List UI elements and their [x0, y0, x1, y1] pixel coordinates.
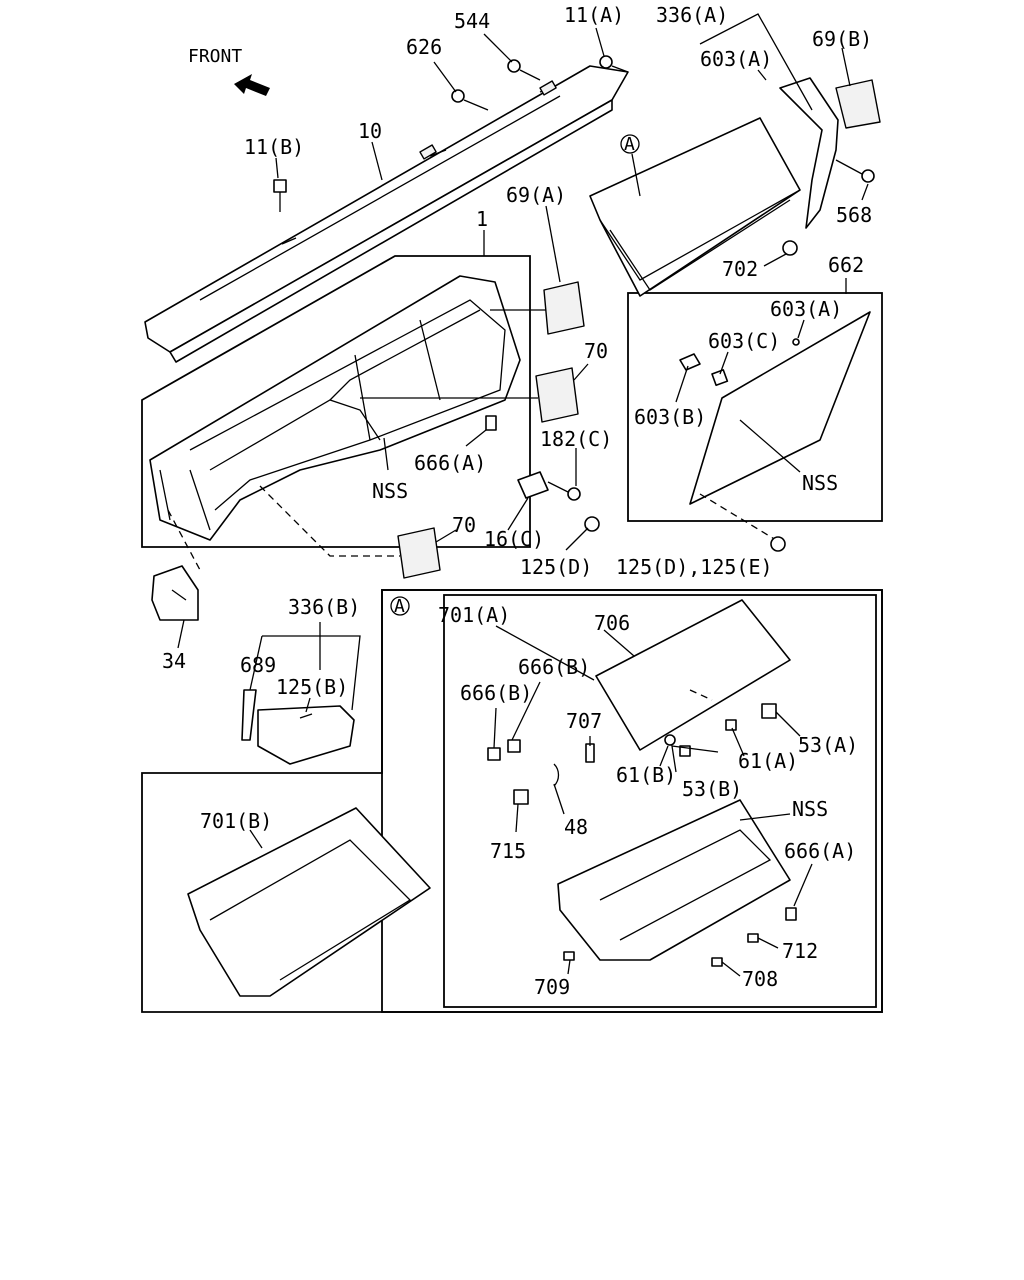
- label-701a: 701(A): [438, 603, 510, 627]
- label-707: 707: [566, 709, 602, 733]
- callout-a-detail: A: [390, 596, 410, 617]
- front-indicator: FRONT: [188, 46, 270, 96]
- fastener-544-icon: [507, 59, 541, 81]
- label-689: 689: [240, 653, 276, 677]
- label-125d: 125(D): [520, 555, 592, 579]
- fastener-626-icon: [451, 89, 489, 111]
- part-701b-glovebox: [187, 807, 431, 997]
- label-715: 715: [490, 839, 526, 863]
- part-336a-trim: [779, 77, 839, 229]
- small-parts-detail-a: [487, 703, 797, 967]
- label-70-bottom: 70: [452, 513, 476, 537]
- label-666a-bottom: 666(A): [784, 839, 856, 863]
- label-125d-125e: 125(D),125(E): [616, 555, 773, 579]
- callout-a-detail-text: A: [394, 596, 405, 617]
- label-nss-2: NSS: [802, 471, 838, 495]
- part-706-lid: [595, 599, 791, 751]
- label-34: 34: [162, 649, 186, 673]
- label-701b: 701(B): [200, 809, 272, 833]
- part-34-cover: [151, 509, 201, 621]
- label-16c: 16(C): [484, 527, 544, 551]
- vent-69b-icon: [835, 79, 881, 129]
- front-text: FRONT: [188, 46, 242, 67]
- label-603c: 603(C): [708, 329, 780, 353]
- clip-603a-mid-icon: [792, 338, 800, 346]
- bracket-16c-icon: [517, 471, 549, 499]
- label-666b-1: 666(B): [518, 655, 590, 679]
- clip-666a-icon: [485, 415, 497, 431]
- part-662-lid: [689, 311, 871, 541]
- label-706: 706: [594, 611, 630, 635]
- part-labels: 544 11(A) 336(A) 626 603(A) 69(B) 10 11(…: [162, 3, 872, 999]
- label-1: 1: [476, 207, 488, 231]
- part-10-upper-panel: [144, 65, 629, 363]
- callout-a-upper: A: [620, 134, 640, 155]
- part-336b-trim: [257, 705, 355, 765]
- screw-568-icon: [835, 159, 875, 183]
- label-336b: 336(B): [288, 595, 360, 619]
- clip-603b-icon: [679, 353, 701, 371]
- clip-125d-icon: [584, 516, 600, 532]
- label-666a-mid: 666(A): [414, 451, 486, 475]
- fastener-11a-icon: [599, 55, 629, 73]
- detail-a-inner-frame: [443, 594, 877, 1008]
- label-709: 709: [534, 975, 570, 999]
- nut-702-icon: [782, 240, 798, 256]
- part-a-housing: [589, 117, 801, 297]
- label-10: 10: [358, 119, 382, 143]
- clip-125de-icon: [770, 536, 786, 552]
- label-69a: 69(A): [506, 183, 566, 207]
- label-666b-2: 666(B): [460, 681, 532, 705]
- label-53b: 53(B): [682, 777, 742, 801]
- clip-603c-icon: [711, 369, 729, 387]
- label-336a: 336(A): [656, 3, 728, 27]
- fastener-11b-icon: [273, 179, 287, 212]
- label-48: 48: [564, 815, 588, 839]
- glovebox-lid-frame: [627, 292, 883, 522]
- label-544: 544: [454, 9, 490, 33]
- leader-lines: [177, 13, 869, 977]
- part-689-strip: [241, 689, 257, 741]
- label-11a: 11(A): [564, 3, 624, 27]
- label-708: 708: [742, 967, 778, 991]
- callout-a-upper-text: A: [624, 134, 635, 155]
- label-61b: 61(B): [616, 763, 676, 787]
- label-712: 712: [782, 939, 818, 963]
- label-662: 662: [828, 253, 864, 277]
- screw-182c-icon: [547, 481, 581, 501]
- vent-69a-icon: [490, 281, 585, 335]
- dashboard-frame: [141, 255, 531, 548]
- label-69b: 69(B): [812, 27, 872, 51]
- label-182c: 182(C): [540, 427, 612, 451]
- label-nss-3: NSS: [792, 797, 828, 821]
- label-53a: 53(A): [798, 733, 858, 757]
- part-701a-glovebox: [557, 799, 791, 961]
- front-arrow-icon: [234, 74, 270, 96]
- label-568: 568: [836, 203, 872, 227]
- label-603a-top: 603(A): [700, 47, 772, 71]
- label-702: 702: [722, 257, 758, 281]
- label-125b: 125(B): [276, 675, 348, 699]
- vent-70-bottom-icon: [259, 485, 441, 579]
- label-nss-1: NSS: [372, 479, 408, 503]
- label-61a: 61(A): [738, 749, 798, 773]
- label-70-top: 70: [584, 339, 608, 363]
- label-626: 626: [406, 35, 442, 59]
- detail-a-frame: [381, 589, 883, 1013]
- label-11b: 11(B): [244, 135, 304, 159]
- vent-70-top-icon: [360, 367, 579, 423]
- label-603b: 603(B): [634, 405, 706, 429]
- label-603a-mid: 603(A): [770, 297, 842, 321]
